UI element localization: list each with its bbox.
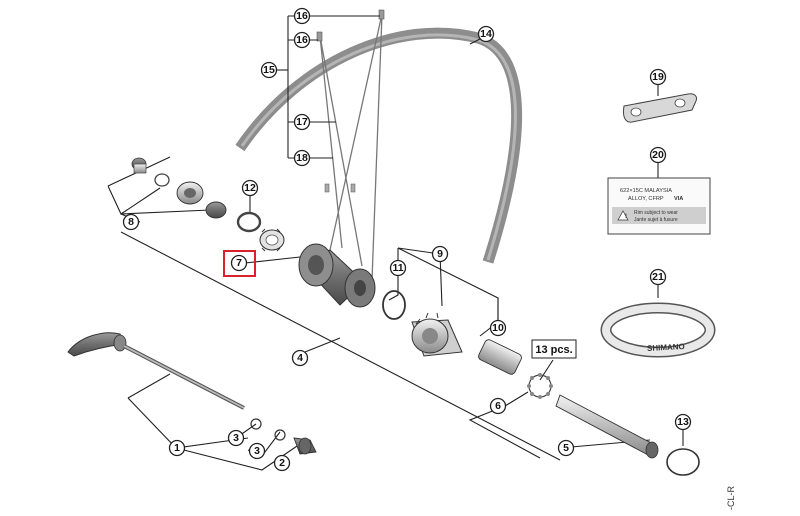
callout-19[interactable]: 19	[649, 68, 667, 86]
svg-text:21: 21	[652, 271, 664, 283]
svg-text:13 pcs.: 13 pcs.	[535, 344, 572, 356]
callout-18[interactable]: 18	[293, 149, 311, 167]
svg-text:3: 3	[233, 432, 239, 444]
callout-17[interactable]: 17	[293, 113, 311, 131]
left-bearing-cone	[176, 181, 227, 219]
callout-14[interactable]: 14	[477, 25, 495, 43]
svg-text:10: 10	[492, 322, 504, 334]
o-ring-11	[382, 290, 406, 320]
o-ring-13	[666, 448, 700, 476]
callout-4[interactable]: 4	[291, 349, 309, 367]
svg-text:6: 6	[495, 400, 501, 412]
rim-label-20: 622×15C MALAYSIA ALLOY, CFRP VIA ! Rim s…	[607, 177, 711, 235]
freehub-body	[411, 312, 463, 357]
left-washer	[154, 173, 170, 187]
svg-text:16: 16	[296, 10, 308, 22]
callout-13[interactable]: 13	[674, 413, 692, 431]
quantity-box-13pcs: 13 pcs.	[531, 339, 577, 359]
callout-7-highlight[interactable]: 7	[223, 250, 256, 277]
quick-release-skewer	[123, 344, 245, 410]
quick-release-lever	[67, 332, 127, 357]
svg-text:19: 19	[652, 71, 664, 83]
spoke-wrench-19	[623, 93, 697, 123]
callout-21[interactable]: 21	[649, 268, 667, 286]
callout-10[interactable]: 10	[489, 319, 507, 337]
qr-adjusting-nut	[293, 437, 317, 455]
rim-tape-21: SHIMANO	[600, 302, 716, 358]
callout-3-lower[interactable]: 3	[248, 442, 266, 460]
svg-text:1: 1	[174, 442, 180, 454]
hub-shell	[298, 243, 376, 308]
lock-ring-7	[259, 228, 285, 252]
spokes	[316, 9, 385, 281]
left-end-cap	[131, 157, 147, 174]
svg-text:20: 20	[652, 149, 664, 161]
svg-text:9: 9	[437, 248, 443, 260]
svg-text:15: 15	[263, 64, 275, 76]
callout-11[interactable]: 11	[389, 259, 407, 277]
svg-text:3: 3	[254, 445, 260, 457]
svg-text:16: 16	[296, 34, 308, 46]
ring-12	[236, 211, 262, 233]
callout-12[interactable]: 12	[241, 179, 259, 197]
callout-8[interactable]: 8	[122, 213, 140, 231]
callout-16-top[interactable]: 16	[293, 7, 311, 25]
leader-lines	[107, 15, 684, 471]
svg-text:5: 5	[563, 442, 569, 454]
svg-text:8: 8	[128, 216, 134, 228]
svg-text:622×15C MALAYSIA: 622×15C MALAYSIA	[620, 188, 672, 194]
svg-text:14: 14	[480, 28, 492, 40]
callout-1[interactable]: 1	[168, 439, 186, 457]
callout-3-upper[interactable]: 3	[227, 429, 245, 447]
svg-text:4: 4	[297, 352, 303, 364]
svg-text:2: 2	[279, 457, 285, 469]
svg-text:17: 17	[296, 116, 308, 128]
svg-text:12: 12	[244, 182, 256, 194]
svg-text:11: 11	[392, 262, 403, 274]
callout-16-second[interactable]: 16	[293, 31, 311, 49]
svg-text:Rim subject to wear: Rim subject to wear	[634, 210, 678, 216]
callout-15[interactable]: 15	[260, 61, 278, 79]
svg-text:7: 7	[236, 257, 242, 269]
callout-20[interactable]: 20	[649, 146, 667, 164]
rim	[235, 27, 523, 264]
callout-2[interactable]: 2	[273, 454, 291, 472]
svg-text:VIA: VIA	[674, 196, 683, 202]
svg-text:!: !	[625, 214, 627, 220]
svg-text:Jante sujet à fusure: Jante sujet à fusure	[634, 217, 678, 223]
diagram-code: -CL-R	[726, 486, 736, 510]
svg-text:18: 18	[296, 152, 308, 164]
hub-axle-5	[555, 394, 659, 459]
bearing-balls-13pcs	[527, 373, 553, 399]
highlight-box	[223, 250, 256, 277]
svg-text:SHIMANO: SHIMANO	[647, 342, 685, 353]
callout-9[interactable]: 9	[431, 245, 449, 263]
svg-text:13: 13	[677, 416, 689, 428]
axle-sleeve-10	[478, 339, 522, 375]
callout-6[interactable]: 6	[489, 397, 507, 415]
svg-text:ALLOY, CFRP: ALLOY, CFRP	[628, 196, 664, 202]
qr-springs	[250, 418, 286, 441]
callout-5[interactable]: 5	[557, 439, 575, 457]
